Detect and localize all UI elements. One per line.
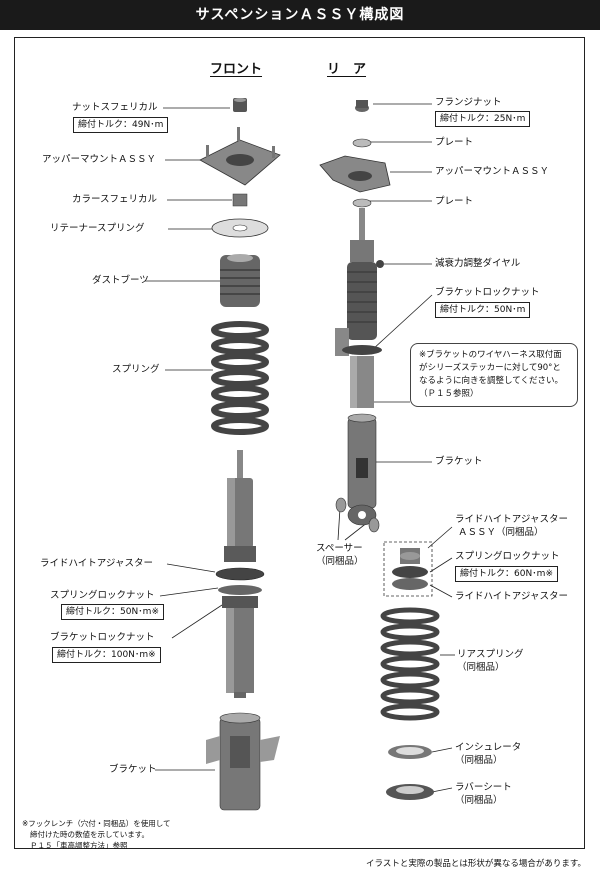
rear-spacer-sub: （同梱品） (316, 556, 364, 567)
rear-insulator-sub: （同梱品） (455, 755, 503, 766)
front-ride-height-label: ライドハイトアジャスター (40, 558, 153, 569)
rear-flange-nut-label: フランジナット (435, 97, 502, 108)
rear-ride-height-label: ライドハイトアジャスター (455, 591, 568, 602)
rear-spring-lock-label: スプリングロックナット (455, 551, 560, 562)
front-collar-label: カラースフェリカル (72, 194, 158, 205)
rear-insulator-label: インシュレータ (455, 742, 522, 753)
front-nut-torque: 締付トルク：49N･m (73, 117, 169, 133)
rear-spring-sub: （同梱品） (457, 662, 505, 673)
diagram-frame (14, 37, 585, 849)
footnote-line3: Ｐ１５「車高調整方法」参照 (30, 841, 128, 850)
front-retainer-label: リテーナースプリング (50, 223, 145, 234)
rear-bracket-label: ブラケット (435, 456, 483, 467)
rear-bracket-lock-label: ブラケットロックナット (435, 287, 540, 298)
rear-bracket-lock-torque: 締付トルク：50N･m (435, 302, 531, 318)
rear-plate2-label: プレート (435, 196, 474, 207)
front-dust-boot-label: ダストブーツ (92, 275, 149, 286)
rear-ride-height-assy-label: ライドハイトアジャスター (455, 514, 568, 525)
front-spring-label: スプリング (112, 364, 160, 375)
front-bracket-label: ブラケット (109, 764, 157, 775)
footnote-line2: 締付けた時の数値を示しています。 (30, 830, 150, 839)
rear-spring-label: リアスプリング (457, 649, 524, 660)
rear-damping-dial-label: 減衰力調整ダイヤル (435, 258, 521, 269)
rear-ride-height-assy-sub: ＡＳＳＹ（同梱品） (458, 527, 544, 538)
front-bracket-lock-label: ブラケットロックナット (50, 632, 155, 643)
rear-heading: リ ア (327, 62, 367, 77)
rear-upper-mount-label: アッパーマウントＡＳＳＹ (435, 166, 550, 177)
footnote-line1: ※フックレンチ（穴付・同梱品）を使用して (22, 819, 171, 828)
front-nut-label: ナットスフェリカル (72, 102, 158, 113)
rear-rubber-seat-sub: （同梱品） (455, 795, 503, 806)
front-spring-lock-label: スプリングロックナット (50, 590, 155, 601)
page-title: サスペンションＡＳＳＹ構成図 (0, 0, 600, 30)
rear-flange-torque: 締付トルク：25N･m (435, 111, 531, 127)
front-spring-lock-torque: 締付トルク：50N･m※ (61, 604, 164, 620)
rear-bracket-note: ※ブラケットのワイヤハーネス取付面がシリーズステッカーに対して90°となるように… (410, 343, 578, 407)
rear-plate-label: プレート (435, 137, 474, 148)
front-upper-mount-label: アッパーマウントＡＳＳＹ (42, 154, 157, 165)
rear-spacer-label: スペーサー (316, 543, 363, 554)
front-bracket-lock-torque: 締付トルク：100N･m※ (52, 647, 161, 663)
disclaimer: イラストと実際の製品とは形状が異なる場合があります。 (366, 859, 586, 869)
rear-rubber-seat-label: ラバーシート (455, 782, 512, 793)
rear-spring-lock-torque: 締付トルク：60N･m※ (455, 566, 558, 582)
front-heading: フロント (210, 62, 263, 77)
